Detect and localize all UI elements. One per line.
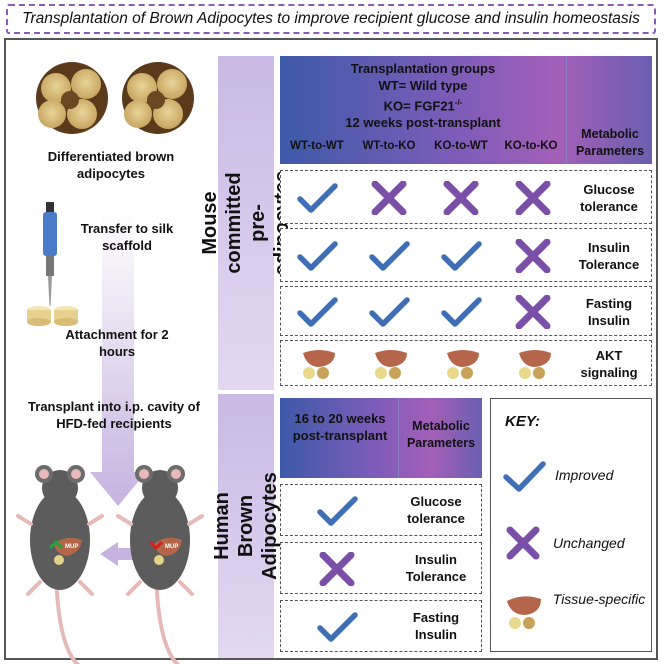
mouse-row: AKT signaling [280,340,652,386]
human-section-label: Human Brown Adipocytes [211,472,281,580]
mup-label-right: MUP [165,544,178,550]
step-attachment: Attachment for 2 hours [65,327,169,359]
header-line-1: Transplantation groups [350,61,496,76]
mouse-row: Insulin Tolerance [280,228,652,282]
group-wt-to-wt: WT-to-WT [290,140,344,152]
cross-icon [371,181,407,215]
check-icon [441,241,482,271]
check-icon [317,612,358,642]
human-row: Insulin Tolerance [280,542,482,594]
mouse-row-label: AKT signaling [580,348,638,380]
tissue-icon [303,350,335,379]
check-icon [317,496,358,526]
figure-title-text: Transplantation of Brown Adipocytes to i… [22,10,640,27]
tissue-icon [447,350,479,379]
check-icon [369,241,410,271]
process-arrow-icon [90,210,146,506]
check-icon [297,297,338,327]
figure-title: Transplantation of Brown Adipocytes to i… [6,4,656,34]
header-line-4: 12 weeks post-transplant [345,115,501,131]
mouse-section-label-bar: Mouse committed pre-adipocytes [199,56,293,390]
left-panel: Differentiated brown adipocytes Transfer… [6,40,216,664]
human-section-label-bar: Human Brown Adipocytes [211,394,281,658]
mup-label-left: MUP [65,544,78,550]
human-timepoint: 16 to 20 weeks post-transplant [292,411,388,443]
mouse-row-label: Fasting Insulin [585,296,633,328]
check-icon [369,297,410,327]
key-cross-icon [506,526,540,560]
recipient-mice-icon: MUP MUP [16,465,204,664]
key-title: KEY: [505,413,541,430]
group-ko-to-ko: KO-to-KO [504,140,558,152]
human-row-label: Glucose tolerance [407,494,465,526]
comparison-arrow-icon [100,542,134,566]
mouse-right [116,465,204,664]
silk-scaffold-icon [27,306,78,326]
check-icon [297,183,338,213]
human-row: Fasting Insulin [280,600,482,652]
check-icon [297,241,338,271]
mouse-row-label: Glucose tolerance [580,182,638,214]
mouse-row: Fasting Insulin [280,286,652,336]
key-tissue: Tissue-specific [552,591,646,607]
human-row-label: Insulin Tolerance [405,552,467,584]
pipette-icon [43,202,57,306]
group-ko-to-wt: KO-to-WT [434,140,488,152]
mouse-left [16,465,104,664]
key-improved: Improved [555,467,614,483]
step-differentiated: Differentiated brown adipocytes [47,149,175,181]
header-line-2: WT= Wild type [378,78,468,93]
cross-icon [515,295,551,329]
key-tissue-icon [507,596,541,629]
human-row: Glucose tolerance [280,484,482,536]
tissue-icon [375,350,407,379]
cross-icon [319,552,355,586]
cross-icon [515,239,551,273]
cross-icon [443,181,479,215]
mouse-row: Glucose tolerance [280,170,652,224]
key-unchanged: Unchanged [553,535,625,551]
human-row-label: Fasting Insulin [412,610,460,642]
step-transplant: Transplant into i.p. cavity of HFD-fed r… [28,399,200,431]
human-header: 16 to 20 weeks post-transplant Metabolic… [280,398,482,478]
mouse-header: Transplantation groups WT= Wild type KO=… [280,56,652,164]
key-check-icon [503,461,546,492]
cross-icon [515,181,551,215]
metabolic-header-human: Metabolic Parameters [406,419,476,450]
header-line-3: KO= FGF21-/- [383,98,463,114]
mouse-row-label: Insulin Tolerance [578,240,640,272]
group-wt-to-ko: WT-to-KO [362,140,416,152]
tissue-icon [519,350,551,379]
check-icon [441,297,482,327]
key-box: KEY: Improved Unchanged Tissue-specific [490,398,652,652]
step-transfer: Transfer to silk scaffold [80,221,174,253]
metabolic-header-mouse: Metabolic Parameters [575,127,645,158]
figure-frame [4,38,658,660]
brown-adipocyte-cells-icon [36,62,194,134]
